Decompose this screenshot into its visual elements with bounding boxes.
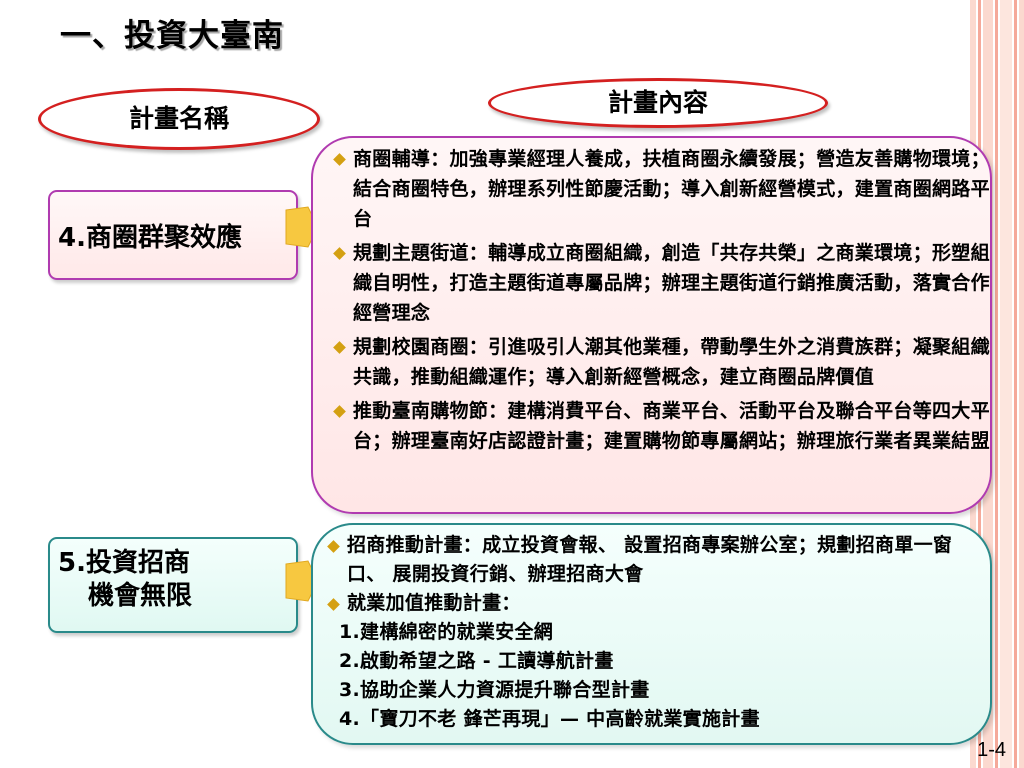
diamond-bullet-icon [327,540,340,553]
sub-list-item: 3.協助企業人力資源提升聯合型計畫 [339,679,650,701]
plan-name-label-line1: 5.投資招商 [58,548,190,578]
plan-content-panel-4: 商圈輔導：加強專業經理人養成，扶植商圈永續發展；營造友善購物環境；結合商圈特色，… [311,136,992,514]
plan-item-text: 就業加值推動計畫： [347,592,521,614]
employment-sub-list: 1.建構綿密的就業安全網 2.啟動希望之路 - 工讀導航計畫 3.協助企業人力資… [329,618,990,734]
plan-item: 招商推動計畫：成立投資會報、 設置招商專案辦公室；規劃招商單一窗口、 展開投資行… [327,531,990,589]
page-number: 1-4 [977,739,1006,761]
diamond-bullet-icon [333,341,346,354]
diamond-bullet-icon [333,405,346,418]
plan-name-label: 4.商圈群聚效應 [58,223,242,253]
plan-item: 就業加值推動計畫： [327,589,990,618]
diamond-bullet-icon [333,153,346,166]
plan-item: 商圈輔導：加強專業經理人養成，扶植商圈永續發展；營造友善購物環境；結合商圈特色，… [333,144,990,234]
sub-list-item: 4.「寶刀不老 鋒芒再現」— 中高齡就業實施計畫 [339,708,760,730]
plan-name-box-5: 5.投資招商 機會無限 [48,537,298,633]
diamond-bullet-icon [333,247,346,260]
plan-name-box-4: 4.商圈群聚效應 [48,190,298,280]
plan-item: 規劃校園商圈：引進吸引人潮其他業種，帶動學生外之消費族群；凝聚組織共識，推動組織… [333,332,990,392]
sub-list-item: 2.啟動希望之路 - 工讀導航計畫 [339,650,614,672]
plan-content-panel-5: 招商推動計畫：成立投資會報、 設置招商專案辦公室；規劃招商單一窗口、 展開投資行… [311,523,992,745]
sub-list-item: 1.建構綿密的就業安全網 [339,621,554,643]
plan-content-header: 計畫內容 [488,78,828,128]
slide-title: 一、投資大臺南 [60,18,284,54]
plan-item-text: 規劃主題街道：輔導成立商圈組織，創造「共存共榮」之商業環境；形塑組織自明性，打造… [353,242,990,324]
plan-name-label-line2: 機會無限 [88,581,193,611]
plan-item: 規劃主題街道：輔導成立商圈組織，創造「共存共榮」之商業環境；形塑組織自明性，打造… [333,238,990,328]
plan-item-text: 規劃校園商圈：引進吸引人潮其他業種，帶動學生外之消費族群；凝聚組織共識，推動組織… [353,336,990,388]
plan-item-text: 招商推動計畫：成立投資會報、 設置招商專案辦公室；規劃招商單一窗口、 展開投資行… [347,534,953,585]
plan-name-header: 計畫名稱 [38,88,320,150]
plan-item-text: 商圈輔導：加強專業經理人養成，扶植商圈永續發展；營造友善購物環境；結合商圈特色，… [353,148,990,230]
plan-item: 推動臺南購物節：建構消費平台、商業平台、活動平台及聯合平台等四大平台；辦理臺南好… [333,396,990,456]
plan-item-text: 推動臺南購物節：建構消費平台、商業平台、活動平台及聯合平台等四大平台；辦理臺南好… [353,400,990,452]
diamond-bullet-icon [327,598,340,611]
